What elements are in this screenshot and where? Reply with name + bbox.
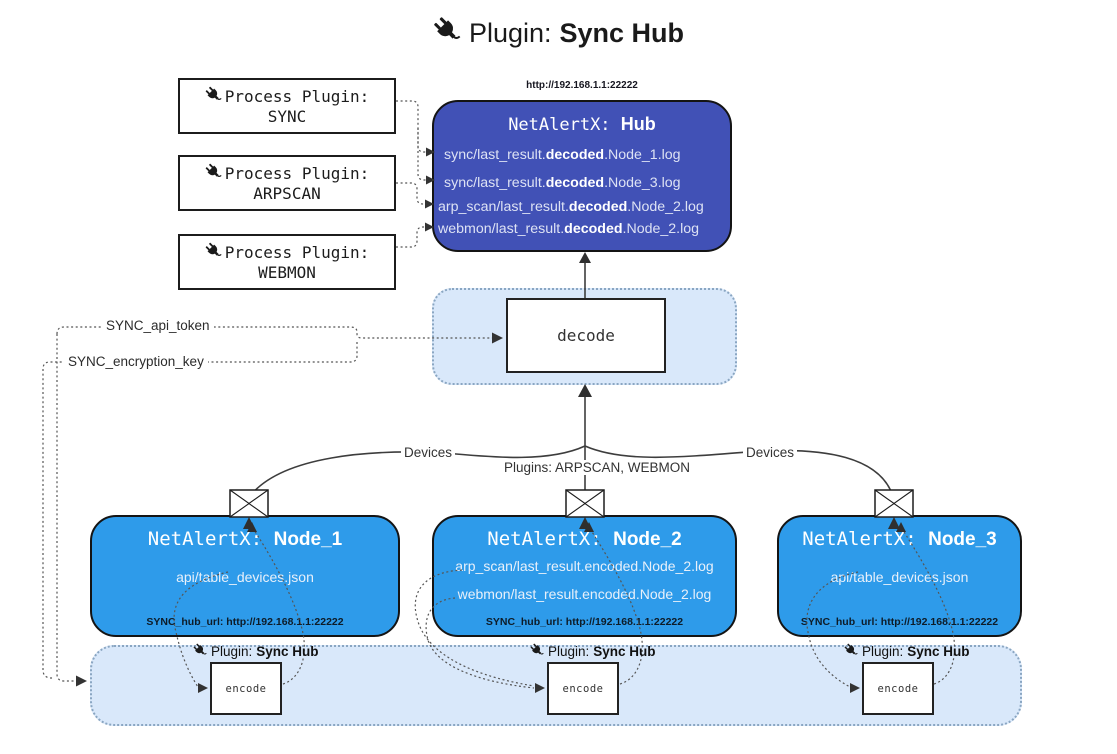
plug-icon: [205, 242, 222, 263]
node-title-name: Node_1: [273, 529, 343, 550]
devices-label-right: Devices: [743, 445, 798, 460]
hub-file-post: .Node_1.log: [604, 147, 681, 163]
hub-box: NetAlertX: Hub sync/last_result.decoded.…: [432, 100, 732, 252]
plug-icon: [193, 643, 207, 660]
hub-title-name: Hub: [620, 114, 656, 134]
envelope-icon: [565, 489, 605, 518]
process-plugin-sync: Process Plugin: SYNC: [178, 78, 396, 134]
plug-icon: [205, 163, 222, 184]
hub-file-post: .Node_2.log: [622, 221, 700, 237]
encode-label: encode: [225, 682, 267, 695]
hub-file-line: webmon/last_result.decoded.Node_2.log: [438, 221, 699, 237]
hub-file-bold: decoded: [545, 147, 605, 163]
node-file: api/table_devices.json: [176, 569, 314, 585]
process-plugin-webmon: Process Plugin: WEBMON: [178, 234, 396, 290]
encode-plugin-label-2: Plugin: Sync Hub: [530, 643, 656, 660]
hub-file-post: .Node_3.log: [604, 175, 681, 191]
hub-file-pre: sync/last_result.: [444, 147, 546, 163]
plug-icon: [205, 86, 222, 107]
sync-api-token-label: SYNC_api_token: [102, 318, 214, 333]
hub-url: http://192.168.1.1:22222: [526, 80, 638, 91]
node-file: api/table_devices.json: [830, 569, 969, 585]
plug-icon: [530, 643, 544, 660]
process-plugin-label: Process Plugin:: [224, 243, 370, 262]
node-title-prefix: NetAlertX:: [487, 528, 602, 550]
page-title-prefix: Plugin:: [468, 18, 552, 48]
hub-file-line: sync/last_result.decoded.Node_1.log: [444, 147, 681, 163]
encode-plugin-prefix: Plugin:: [211, 644, 253, 659]
encode-plugin-name: Sync Hub: [907, 644, 970, 659]
encode-plugin-prefix: Plugin:: [862, 644, 904, 659]
node-title: NetAlertX: Node_3: [779, 528, 1020, 551]
plug-icon: [433, 16, 461, 51]
node-2-box: NetAlertX: Node_2 arp_scan/last_result.e…: [432, 515, 737, 637]
hub-file-pre: sync/last_result.: [444, 175, 546, 191]
encode-label: encode: [562, 682, 604, 695]
plug-icon: [844, 643, 858, 660]
node-hub-url: SYNC_hub_url: http://192.168.1.1:22222: [800, 616, 999, 628]
page-title: Plugin: Sync Hub: [0, 16, 1117, 51]
node-3-box: NetAlertX: Node_3 api/table_devices.json…: [777, 515, 1022, 637]
node-hub-url: SYNC_hub_url: http://192.168.1.1:22222: [485, 616, 684, 628]
encode-plugin-name: Sync Hub: [593, 644, 656, 659]
node-file: arp_scan/last_result.encoded.Node_2.log: [455, 558, 714, 574]
process-plugin-name: SYNC: [267, 107, 307, 126]
process-plugin-name: ARPSCAN: [253, 184, 321, 203]
hub-title: NetAlertX: Hub: [434, 114, 730, 135]
encode-plugin-label-3: Plugin: Sync Hub: [844, 643, 970, 660]
node-file: webmon/last_result.encoded.Node_2.log: [457, 586, 712, 602]
encode-box-1: encode: [210, 662, 282, 715]
devices-label-left: Devices: [401, 445, 456, 460]
node-title-prefix: NetAlertX:: [802, 528, 917, 550]
process-plugin-name: WEBMON: [258, 263, 316, 282]
node-title: NetAlertX: Node_1: [92, 528, 398, 551]
envelope-icon: [874, 489, 914, 518]
hub-file-bold: decoded: [545, 175, 605, 191]
encode-box-2: encode: [547, 662, 619, 715]
hub-file-line: arp_scan/last_result.decoded.Node_2.log: [438, 199, 704, 215]
hub-file-line: sync/last_result.decoded.Node_3.log: [444, 175, 681, 191]
process-plugin-label: Process Plugin:: [224, 164, 370, 183]
node-title-name: Node_3: [928, 529, 997, 550]
hub-file-bold: decoded: [564, 221, 623, 237]
plugins-label-center: Plugins: ARPSCAN, WEBMON: [501, 460, 690, 475]
encode-label: encode: [877, 682, 919, 695]
encode-plugin-name: Sync Hub: [256, 644, 319, 659]
node-1-box: NetAlertX: Node_1 api/table_devices.json…: [90, 515, 400, 637]
process-plugin-label: Process Plugin:: [224, 87, 370, 106]
sync-encryption-key-label: SYNC_encryption_key: [64, 354, 208, 369]
page-title-name: Sync Hub: [559, 18, 685, 48]
hub-file-pre: webmon/last_result.: [438, 221, 565, 237]
hub-file-post: .Node_2.log: [627, 199, 704, 215]
hub-file-bold: decoded: [568, 199, 628, 215]
node-title-prefix: NetAlertX:: [147, 528, 263, 550]
encode-box-3: encode: [862, 662, 934, 715]
node-hub-url: SYNC_hub_url: http://192.168.1.1:22222: [146, 616, 344, 628]
node-title-name: Node_2: [613, 529, 682, 550]
hub-file-pre: arp_scan/last_result.: [438, 199, 569, 215]
encode-plugin-prefix: Plugin:: [548, 644, 590, 659]
decode-box: decode: [506, 298, 666, 373]
encode-plugin-label-1: Plugin: Sync Hub: [193, 643, 319, 660]
decode-label: decode: [557, 326, 615, 345]
hub-title-prefix: NetAlertX:: [508, 115, 611, 135]
node-title: NetAlertX: Node_2: [434, 528, 735, 551]
process-plugin-arpscan: Process Plugin: ARPSCAN: [178, 155, 396, 211]
envelope-icon: [229, 489, 269, 518]
